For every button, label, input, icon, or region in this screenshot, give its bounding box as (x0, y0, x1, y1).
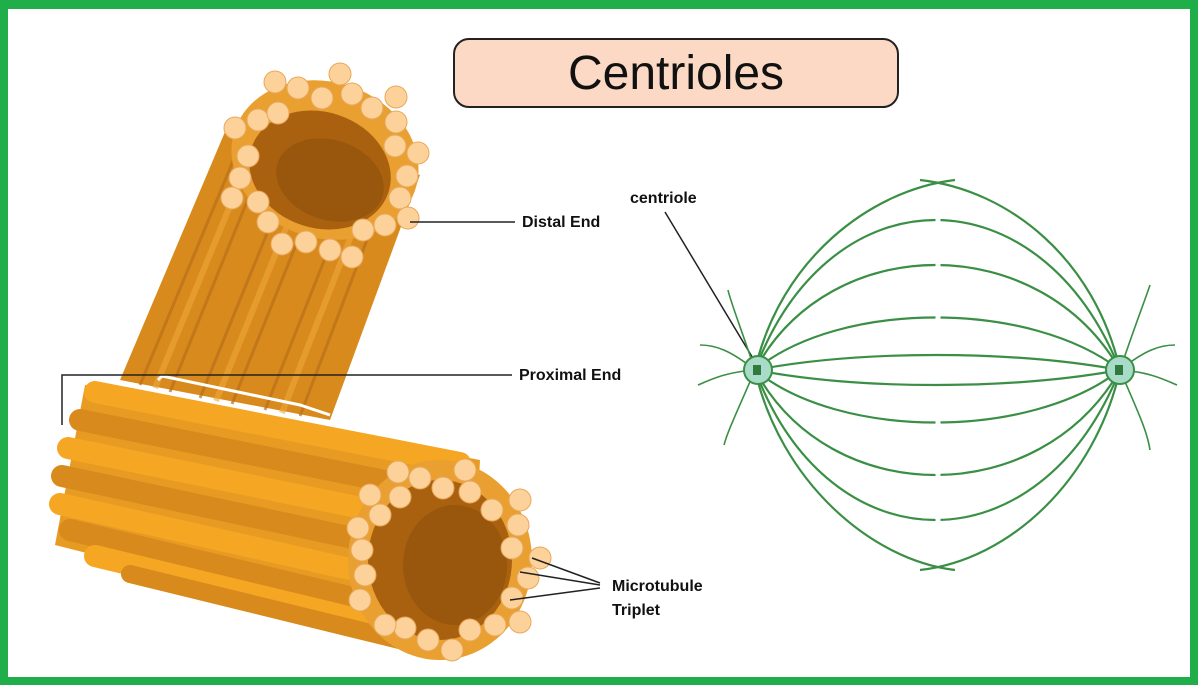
centriole-right (1106, 356, 1134, 384)
label-centriole: centriole (630, 188, 697, 210)
label-proximal-end: Proximal End (519, 365, 621, 387)
upper-centriole (120, 56, 439, 420)
label-microtubule-line1: Microtubule (612, 576, 703, 598)
label-microtubule-line2: Triplet (612, 600, 660, 622)
label-distal-end: Distal End (522, 212, 600, 234)
centriole-left (744, 356, 772, 384)
page-title: Centrioles (453, 38, 899, 108)
lower-centriole (55, 376, 551, 661)
